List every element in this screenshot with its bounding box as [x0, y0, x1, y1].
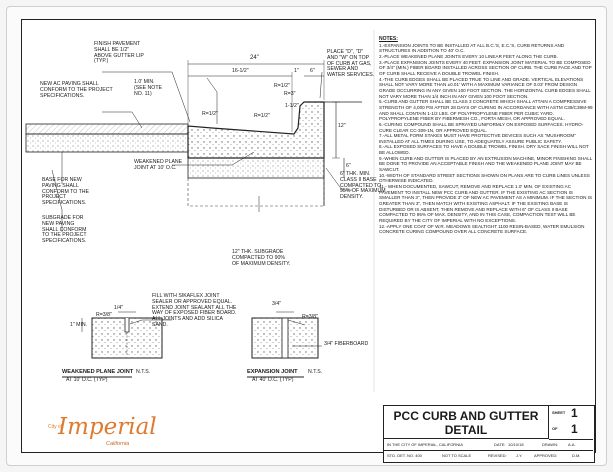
note-7: 7.-ALL METAL FORM STAKES MUST HAVE PROTE… — [379, 133, 576, 144]
ej-sub: AT 40' O.C. (TYP) — [252, 377, 294, 383]
notes-block: NOTES: 1.-EXPANSION JOINTS TO BE INSTALL… — [379, 36, 593, 235]
sheet-number: 1 — [571, 406, 578, 420]
wp-nts: N.T.S. — [136, 369, 151, 375]
label-subgrade: 12" THK. SUBGRADE COMPACTED TO 90% OF MA… — [232, 249, 291, 267]
ej-title: EXPANSION JOINT — [247, 369, 298, 375]
approved-label: APPROVED: — [534, 453, 558, 458]
label-new-ac-paving: NEW AC PAVING SHALL CONFORM TO THE PROJE… — [40, 81, 113, 99]
drawing-frame: FINISH PAVEMENT SHALL BE 1/2" ABOVE GUTT… — [21, 19, 596, 453]
note-10: 10.-WIDTH OF STANDARD STREET SECTIONS SH… — [379, 172, 590, 184]
std-det-no: STD. DET. NO. 400 — [387, 453, 422, 458]
of-label: OF — [552, 426, 558, 431]
dim-6v: 6" — [346, 163, 351, 169]
dim-12: 12" — [338, 123, 346, 129]
title-row-1: IN THE CITY OF IMPERIAL, CALIFORNIA DATE… — [384, 439, 593, 451]
note-4: 4.-THE CURB EDGES SHALL BE PLACED TRUE T… — [379, 76, 591, 99]
class-ii-base — [187, 157, 325, 179]
drawing-title: PCC CURB AND GUTTER — [393, 409, 539, 423]
dim-r3: R=3" — [284, 91, 296, 97]
ej-nts: N.T.S. — [308, 369, 323, 375]
wp-dim-1: 1/4" — [114, 305, 124, 311]
dim-16: 16-1/2" — [232, 68, 249, 74]
drawn-label: DRAWN: — [542, 442, 559, 447]
wp-dim-2: R=3/8" — [96, 312, 112, 318]
logo-city-of: City of — [48, 424, 63, 430]
logo-california: California — [106, 441, 130, 447]
scale: NOT TO SCALE — [442, 453, 472, 458]
note-5: 5.-CURB AND GUTTER SHALL BE CLASS 3 CONC… — [379, 99, 593, 122]
title-block: PCC CURB AND GUTTER DETAIL SHEET 1 OF 1 … — [383, 405, 595, 463]
approved-value: D.M. — [572, 453, 581, 458]
note-8: 8.-ALL EXPOSED SURFACES TO HAVE A DOUBLE… — [379, 144, 589, 156]
dim-r12: R=1/2" — [274, 83, 290, 89]
sheet-label: SHEET — [552, 410, 566, 415]
drawing-subtitle: DETAIL — [444, 423, 488, 437]
dim-1: 1" — [294, 68, 299, 74]
note-3: 3.-PLACE EXPANSION JOINTS EVERY 40 FEET.… — [379, 59, 592, 76]
label-base-note: 6" THK. MIN. CLASS II BASE COMPACTED TO … — [340, 171, 386, 201]
notes-heading: NOTES: — [379, 36, 398, 42]
label-subgrade-new: SUBGRADE FOR NEW PAVING SHALL CONFORM TO… — [42, 215, 87, 245]
note-6: 6.-CURING COMPOUND SHALL BE SPRAYED UNIF… — [379, 121, 584, 133]
of-number: 1 — [571, 422, 578, 436]
ej-dim-3: 3/4" FIBERBOARD — [324, 341, 369, 347]
sheet-box: SHEET 1 OF 1 — [549, 406, 593, 440]
wp-sub: AT 10' O.C. (TYP) — [66, 377, 108, 383]
note-12: 12.-APPLY ONE COAT OF W.R. MEADOWS SEALT… — [379, 223, 585, 235]
label-place-note: PLACE "D", "D" AND "W" ON TOP OF CURB AT… — [327, 49, 375, 79]
label-finish-pavement: FINISH PAVEMENT SHALL BE 1/2" ABOVE GUTT… — [94, 41, 144, 65]
revised-value: J.Y. — [516, 453, 523, 458]
agency: IN THE CITY OF IMPERIAL, CALIFORNIA — [387, 442, 463, 447]
city-logo: City of Imperial California — [44, 410, 164, 450]
dim-24: 24" — [250, 55, 259, 61]
ej-dim-2: R=3/8" — [302, 314, 318, 320]
subgrade-line — [187, 178, 325, 207]
drawn-value: A.A. — [568, 442, 576, 447]
date-label: DATE: — [494, 442, 506, 447]
drawing-sheet: FINISH PAVEMENT SHALL BE 1/2" ABOVE GUTT… — [6, 6, 607, 466]
dim-1-12: 1-1/2" — [285, 103, 299, 109]
revised-label: REVISED: — [488, 453, 507, 458]
wp-title: WEAKENED PLANE JOINT — [62, 369, 134, 375]
dim-r12c: R=1/2" — [202, 111, 218, 117]
dim-r12b: R=1/2" — [254, 113, 270, 119]
title-row-2: STD. DET. NO. 400 NOT TO SCALE REVISED: … — [384, 450, 593, 461]
note-1: 1.-EXPANSION JOINTS TO BE INSTALLED AT A… — [379, 42, 565, 54]
label-base-course: BASE FOR NEW PAVING SHALL CONFORM TO THE… — [42, 177, 89, 207]
ac-paving — [25, 123, 189, 135]
curb-gutter-section — [25, 30, 375, 392]
ej-dim-1: 3/4" — [272, 301, 282, 307]
title-box: PCC CURB AND GUTTER DETAIL — [384, 406, 549, 439]
note-11: 11.- WHEN DOCUMENTED, SAWCUT, REMOVE AND… — [379, 184, 593, 223]
logo-imperial: Imperial — [58, 414, 157, 440]
label-weakened-plane: WEAKENED PLANE JOINT AT 10' O.C. — [134, 159, 183, 171]
base-layer — [25, 133, 189, 153]
date-value: 10/10/18 — [508, 442, 524, 447]
note-9: 9.-WHEN CURB AND GUTTER IS PLACED BY AN … — [379, 155, 593, 173]
label-min-note: 1.0' MIN. (SEE NOTE NO. 11) — [134, 79, 162, 97]
wp-dim-3: 1" MIN. — [70, 322, 88, 328]
dim-6: 6" — [310, 68, 315, 74]
label-fill-note: FILL WITH SIKAFLEX JOINT SEALER OR APPRO… — [152, 293, 237, 328]
note-2: 2.-PLACE WEAKENED PLANE JOINTS EVERY 10 … — [379, 53, 558, 59]
